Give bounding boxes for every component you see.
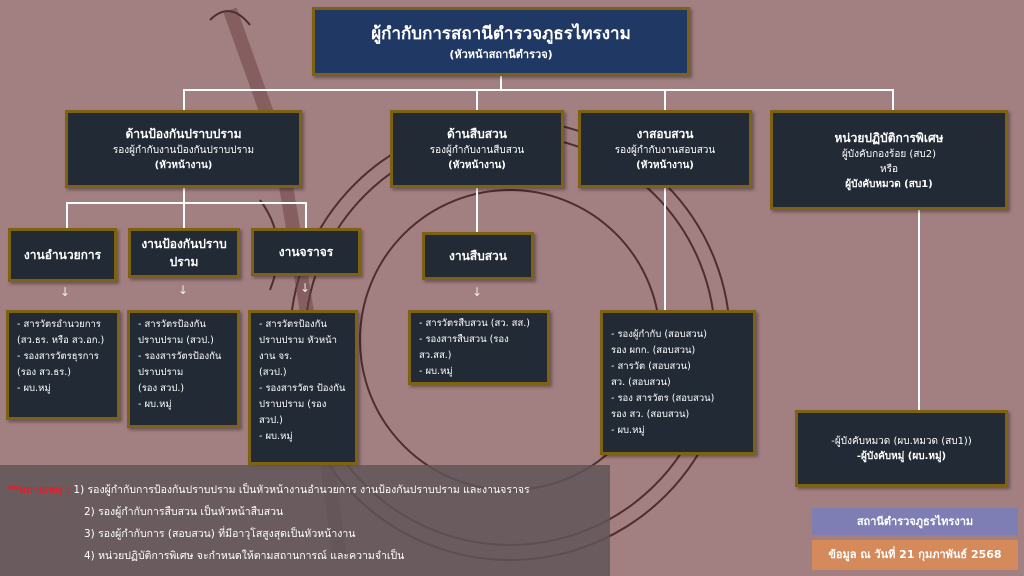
staff-item: - สารวัต (สอบสวน)	[611, 360, 691, 372]
arrow-down-icon: ↓	[178, 283, 189, 297]
dept-title: งาสอบสวน	[636, 127, 694, 141]
remark-item: 2) รองผู้กำกับการสืบสวน เป็นหัวหน้าสืบสว…	[84, 506, 284, 518]
unit-title: งานอำนวยการ	[23, 248, 102, 262]
unit-admin: งานอำนวยการ	[8, 228, 117, 282]
staff-item: สวป.)	[259, 415, 283, 426]
dept-line: (หัวหน้างาน)	[154, 160, 213, 171]
staff-item: (รอง สว.ธร.)	[17, 367, 71, 378]
staff-item: - ผบ.หมู่	[138, 399, 172, 410]
data-date-label: ข้อมูล ณ วันที่ 21 กุมภาพันธ์ 2568	[812, 540, 1018, 570]
dept-line: รองผู้กำกับงานสืบสวน	[429, 145, 525, 156]
staff-list-traffic: - สารวัตรป้องกันปราบปราม หัวหน้างาน จร. (…	[248, 310, 358, 465]
staff-item: -ผู้บังคับหมวด (ผบ.หมวด (สบ1))	[831, 435, 972, 447]
staff-list-special-ops: -ผู้บังคับหมวด (ผบ.หมวด (สบ1)) -ผู้บังคับ…	[795, 410, 1008, 487]
staff-item: ปราบปราม หัวหน้า	[259, 335, 337, 346]
staff-item: - รอง สารวัตร (สอบสวน)	[611, 392, 715, 404]
staff-list-admin: - สารวัตรอำนวยการ (สว.ธร. หรือ สว.อก.) - ร…	[6, 310, 120, 420]
top-title: ผู้กำกับการสถานีตำรวจภูธรไทรงาม	[371, 24, 631, 44]
dept-line: ผู้บังคับกองร้อย (สบ2)	[841, 148, 937, 160]
staff-item: - ผบ.หมู่	[17, 383, 51, 394]
unit-traffic: งานจราจร	[251, 228, 361, 276]
unit-title: งานสืบสวน	[448, 249, 507, 263]
staff-item: - ผบ.หมู่	[259, 431, 293, 442]
staff-item: - รองสารสืบสวน (รอง สว.สส.)	[419, 333, 509, 361]
dept-line: (หัวหน้างาน)	[448, 160, 506, 171]
staff-item: รอง ผกก. (สอบสวน)	[611, 344, 696, 356]
arrow-down-icon: ↓	[60, 285, 71, 299]
staff-item: ปราบปราม (รอง	[259, 399, 327, 410]
dept-inquiry: งาสอบสวน รองผู้กำกับงานสอบสวน (หัวหน้างา…	[578, 110, 752, 188]
staff-list-prevention: - สารวัตรป้องกันปราบปราม (สวป.) - รองสารว…	[127, 310, 240, 428]
unit-title: งานป้องกันปราบปราม	[141, 237, 227, 269]
remark-item: 1) รองผู้กำกับการป้องกันปราบปราม เป็นหัว…	[73, 484, 530, 496]
dept-line: รองผู้กำกับงานสอบสวน	[614, 145, 716, 156]
staff-item: สว. (สอบสวน)	[611, 376, 671, 388]
unit-investigation: งานสืบสวน	[422, 232, 534, 280]
dept-title: หน่วยปฏิบัติการพิเศษ	[834, 130, 944, 145]
dept-line: หรือ	[880, 163, 898, 175]
remark-item: 3) รองผู้กำกับการ (สอบสวน) ที่มีอาวุโสสู…	[84, 528, 356, 540]
staff-item: (สว.ธร. หรือ สว.อก.)	[17, 335, 105, 346]
dept-line: รองผู้กำกับงานป้องกันปราบปราม	[112, 145, 255, 156]
staff-item: (สวป.)	[259, 367, 287, 378]
staff-list-inquiry: - รองผู้กำกับ (สอบสวน) รอง ผกก. (สอบสวน) -…	[600, 310, 756, 455]
staff-item: (รอง สวป.)	[138, 383, 185, 394]
dept-title: ด้านสืบสวน	[447, 127, 507, 141]
staff-item: - ผบ.หมู่	[419, 365, 453, 377]
staff-item: - สารวัตรสืบสวน (สว. สส.)	[419, 317, 530, 329]
remarks-label: **หมายเหตุ :	[8, 484, 71, 496]
remark-item: 4) หน่วยปฏิบัติการพิเศษ จะกำหนดให้ตามสถา…	[84, 550, 405, 562]
staff-item: -ผู้บังคับหมู่ (ผบ.หมู่)	[856, 450, 947, 462]
staff-item: - รองผู้กำกับ (สอบสวน)	[611, 328, 707, 340]
staff-item: - สารวัตรอำนวยการ	[17, 319, 101, 330]
staff-item: - สารวัตรป้องกัน	[259, 319, 327, 330]
staff-item: - รองสารวัตรธุรการ	[17, 351, 99, 362]
staff-item: งาน จร.	[259, 351, 293, 362]
unit-title: งานจราจร	[278, 245, 334, 259]
staff-item: - รองสารวัตรป้องกัน	[138, 351, 222, 362]
top-subtitle: (หัวหน้าสถานีตำรวจ)	[449, 48, 553, 61]
dept-line: (หัวหน้างาน)	[636, 160, 694, 171]
unit-prevention: งานป้องกันปราบปราม	[128, 228, 240, 278]
dept-title: ด้านป้องกันปราบปราม	[125, 127, 242, 141]
remarks-panel: **หมายเหตุ : 1) รองผู้กำกับการป้องกันปรา…	[0, 465, 610, 576]
arrow-down-icon: ↓	[300, 281, 311, 295]
staff-item: ปราบปราม (สวป.)	[138, 335, 214, 346]
staff-item: - รองสารวัตร ป้องกัน	[259, 383, 346, 394]
top-box: ผู้กำกับการสถานีตำรวจภูธรไทรงาม (หัวหน้า…	[312, 7, 690, 76]
staff-item: - ผบ.หมู่	[611, 424, 645, 436]
staff-list-investigation: - สารวัตรสืบสวน (สว. สส.) - รองสารสืบสวน …	[408, 310, 550, 385]
dept-line: ผู้บังคับหมวด (สบ1)	[845, 178, 933, 190]
staff-item: ปราบปราม	[138, 367, 184, 378]
staff-item: - สารวัตรป้องกัน	[138, 319, 206, 330]
dept-prevention: ด้านป้องกันปราบปราม รองผู้กำกับงานป้องกั…	[65, 110, 302, 188]
arrow-down-icon: ↓	[472, 285, 483, 299]
station-label: สถานีตำรวจภูธรไทรงาม	[812, 508, 1018, 535]
staff-item: รอง สว. (สอบสวน)	[611, 408, 690, 420]
dept-investigation: ด้านสืบสวน รองผู้กำกับงานสืบสวน (หัวหน้า…	[390, 110, 564, 188]
dept-special-ops: หน่วยปฏิบัติการพิเศษ ผู้บังคับกองร้อย (ส…	[770, 110, 1008, 210]
